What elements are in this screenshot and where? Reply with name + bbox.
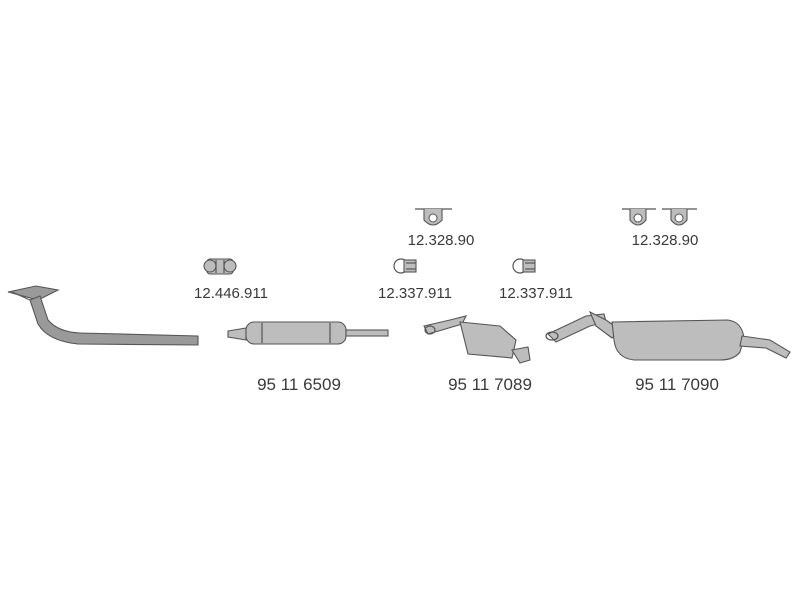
hanger-left-code: 12.328.90	[408, 232, 475, 249]
middle-silencer-code: 95 11 6509	[257, 375, 341, 394]
middle-silencer-icon	[227, 321, 389, 345]
u-bolt-clamp-icon	[393, 258, 417, 274]
rubber-hanger-icon	[415, 208, 452, 226]
clamp-right-code: 12.337.911	[499, 285, 573, 302]
clamp-large-code: 12.446.911	[194, 285, 268, 302]
clamp-left-code: 12.337.911	[378, 285, 452, 302]
front-pipe-icon	[7, 285, 199, 346]
center-muffler-code: 95 11 7089	[448, 375, 532, 394]
u-bolt-clamp-icon	[512, 258, 536, 274]
rubber-hanger-icon	[622, 208, 697, 226]
hanger-right-code: 12.328.90	[632, 232, 699, 249]
pipe-clamp-icon	[203, 258, 237, 275]
center-muffler-icon	[423, 315, 531, 364]
rear-muffler-code: 95 11 7090	[635, 375, 719, 394]
rear-muffler-icon	[545, 310, 791, 361]
